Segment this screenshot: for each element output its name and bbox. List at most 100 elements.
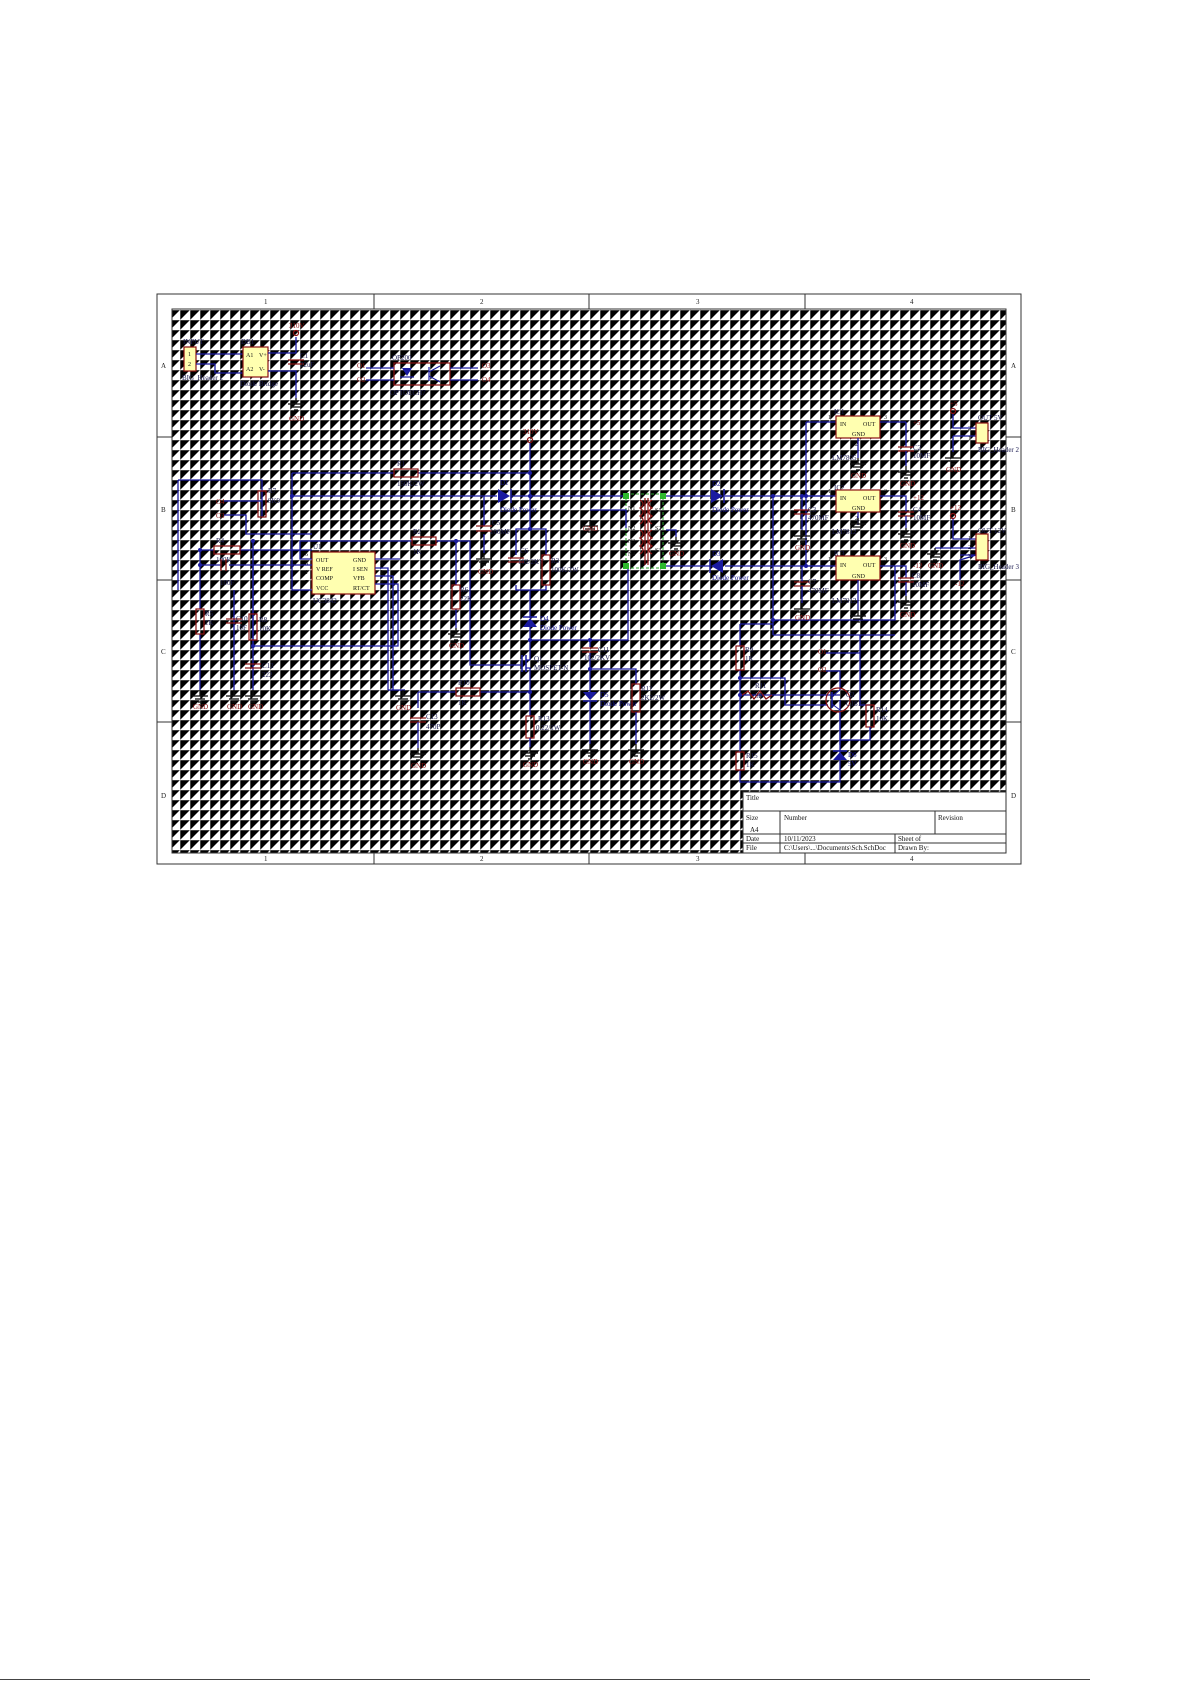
net-label: O2 xyxy=(357,376,366,384)
row-label: D xyxy=(1011,792,1016,800)
rail-310v-primary: 310V xyxy=(523,428,539,444)
file-value: C:\Users\...\Documents\Sch.SchDoc xyxy=(784,844,886,852)
out-5v-connector: +5 OUT 5V 2 1 BIG_Header 2 xyxy=(949,400,1020,454)
q1-ref: Q1 xyxy=(534,655,543,663)
row-ruler-left: A B C D xyxy=(161,362,166,800)
drawn-label: Drawn By: xyxy=(898,844,929,852)
r15-value: 1K xyxy=(746,761,755,769)
pin-number: 2 xyxy=(188,362,191,368)
r8-value: 10K xyxy=(259,625,271,633)
gnd-label: GND xyxy=(669,550,684,558)
uc3842-controller: U1 OUT V REF COMP VCC GND I SEN VFB RT/C… xyxy=(305,543,383,605)
gnd-label: GND xyxy=(248,703,263,711)
size-label: Size xyxy=(746,814,758,822)
q2-name: C1815 xyxy=(846,700,865,708)
c5-capacitor: C5 100MF xyxy=(476,519,511,536)
pin-number: 3 xyxy=(884,557,887,563)
opto-ref: OP200 xyxy=(392,354,412,362)
d4-diode: D4 Diode Power xyxy=(523,615,577,632)
rail-label: 310V xyxy=(523,428,539,436)
winding-label: N2 xyxy=(628,526,635,532)
c2-ref: C2 xyxy=(913,444,922,452)
ic3-name: LM7912 xyxy=(832,597,857,605)
ic1-ref: IC1 xyxy=(834,408,845,416)
transformer: N1 N2 N3 N4 S1 S2 S3 xyxy=(623,493,666,569)
c7-value: 470MF xyxy=(808,587,829,595)
r2-ref: R2 xyxy=(413,528,422,536)
r5-ref: R5 xyxy=(205,610,214,618)
winding-label: N4 xyxy=(628,552,635,558)
r6-value: 22K xyxy=(460,595,472,603)
r1-value: 150K/2W xyxy=(397,480,425,488)
input-wires xyxy=(196,353,243,374)
gnd-label: GND xyxy=(583,758,598,766)
ic1-name: LM7805 xyxy=(832,454,857,462)
r14-ref: R14 xyxy=(876,706,888,714)
controller-pin: V REF xyxy=(316,567,333,573)
pin-number: 2 xyxy=(380,570,383,576)
controller-pin: OUT xyxy=(316,558,329,564)
ic2-ref: IC2 xyxy=(834,484,845,492)
controller-pin: GND xyxy=(353,558,367,564)
rail-label: 310V xyxy=(289,322,305,330)
diode-bridge: DB1 A1 V+ A2 V- Diode Bridge xyxy=(240,338,278,388)
r11-ref: R11 xyxy=(755,682,767,690)
bridge-name: Diode Bridge xyxy=(240,380,278,388)
c10-value: 10F xyxy=(236,624,247,632)
pin-number: 1 xyxy=(828,415,831,421)
bridge-pin: V+ xyxy=(259,353,267,359)
c12-value: 222 xyxy=(262,671,273,679)
ic3-ref: IC3 xyxy=(834,550,845,558)
r13-ref: R13 xyxy=(538,715,550,723)
ic1-in: IN xyxy=(840,422,847,428)
c12-capacitor: C12 222 xyxy=(245,662,274,679)
c6-value: 102/2KV xyxy=(518,558,544,566)
c4-value: 10MF xyxy=(913,514,930,522)
q2-transistor: Q2 C1815 xyxy=(825,687,865,713)
ic3-gnd: GND xyxy=(852,574,866,580)
opto-name: OPTOECH7 xyxy=(390,389,426,397)
gnd-label: GND xyxy=(795,544,810,552)
controller-ref: U1 xyxy=(313,543,322,551)
bridge-out-wires xyxy=(268,337,297,398)
controller-pin: RT/CT xyxy=(353,586,370,592)
r4-value: 100K xyxy=(216,556,232,564)
ic2-in: IN xyxy=(840,496,847,502)
d5-name: Diode Power xyxy=(600,700,637,708)
rail-label: -12 xyxy=(955,580,965,588)
c1-capacitor: C1 22uF xyxy=(288,352,315,369)
c13-value: 470P xyxy=(426,723,441,731)
pin-number: 5 xyxy=(380,552,383,558)
c6-ref: C6 xyxy=(520,547,529,555)
pin-number: 3 xyxy=(380,561,383,567)
net-label: O3 xyxy=(482,362,491,370)
winding-label: S2 xyxy=(655,526,661,532)
out12-name: BIG_Header 3 xyxy=(978,563,1020,571)
row-label: B xyxy=(161,506,166,514)
d4-ref: D4 xyxy=(540,615,549,623)
c13-ref: C13 xyxy=(426,713,438,721)
r4-resistor: R4 100K xyxy=(213,537,241,564)
d3-name: Diode Power xyxy=(712,574,749,582)
date-value: 10/11/2023 xyxy=(784,835,816,843)
r6-resistor: R6 22K xyxy=(451,584,472,610)
out5-name: BIG_Header 2 xyxy=(978,446,1020,454)
c5-value: 100MF xyxy=(490,528,511,536)
d3-ref: D3 xyxy=(712,550,721,558)
date-label: Date xyxy=(746,835,759,843)
c5-ref: C5 xyxy=(492,519,501,527)
q1-name: MOSFET-N xyxy=(534,664,568,672)
r10-value: 1K xyxy=(458,699,467,707)
d2-ref: D2 xyxy=(712,480,721,488)
r15-resistor: R15 1K xyxy=(735,751,758,771)
q1-mosfet: Q1 MOSFET-N xyxy=(521,655,568,716)
net-label: O1 xyxy=(357,362,366,370)
input-connector: INPUT 1 2 BIG_Header 2 xyxy=(182,338,224,382)
optocoupler: OP200 OPTOECH7 O1 O2 O3 O4 xyxy=(357,354,491,397)
d4-name: Diode Power xyxy=(540,624,577,632)
r10-ref: R10 xyxy=(458,679,470,687)
gnd-label: GND xyxy=(411,762,426,770)
col-label: 1 xyxy=(264,298,268,306)
r4-ref: R4 xyxy=(216,537,225,545)
rail-label: +5 xyxy=(913,419,921,427)
